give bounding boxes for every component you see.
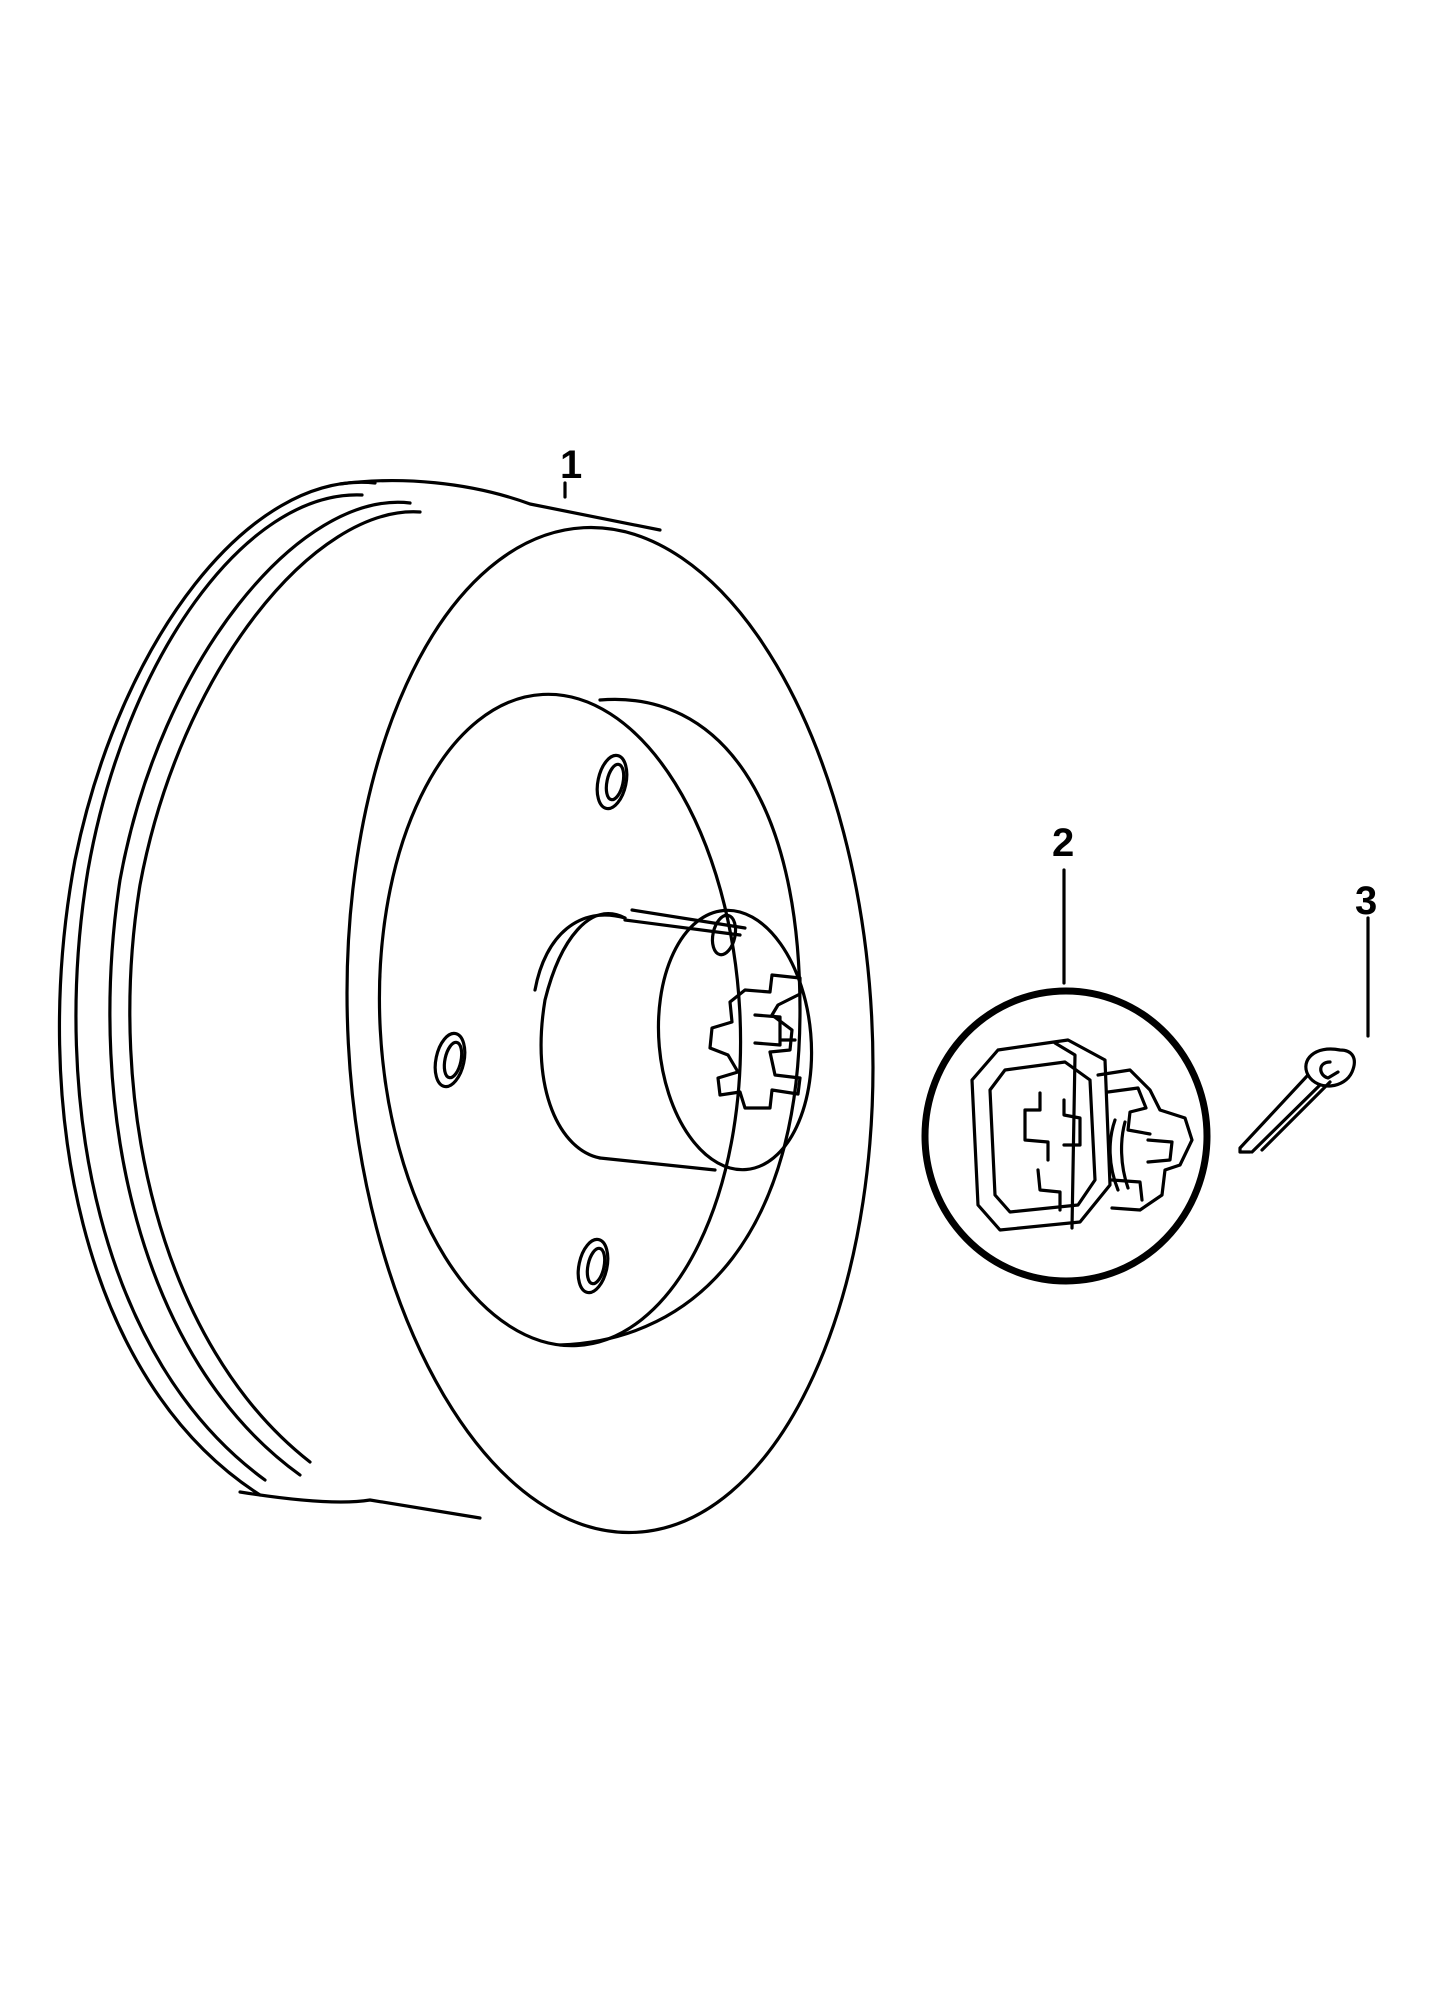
callout-3: 3 bbox=[1355, 879, 1377, 1038]
callout-2: 2 bbox=[1052, 821, 1074, 985]
castle-nut bbox=[921, 987, 1211, 1285]
cotter-pin bbox=[1238, 1047, 1356, 1154]
bolt-holes bbox=[433, 753, 738, 1295]
splined-hub bbox=[533, 908, 814, 1172]
brake-drum bbox=[57, 479, 875, 1535]
callout-number-1: 1 bbox=[560, 443, 582, 487]
callout-number-2: 2 bbox=[1052, 821, 1074, 865]
callout-number-3: 3 bbox=[1355, 879, 1377, 923]
callout-1: 1 bbox=[560, 443, 582, 499]
